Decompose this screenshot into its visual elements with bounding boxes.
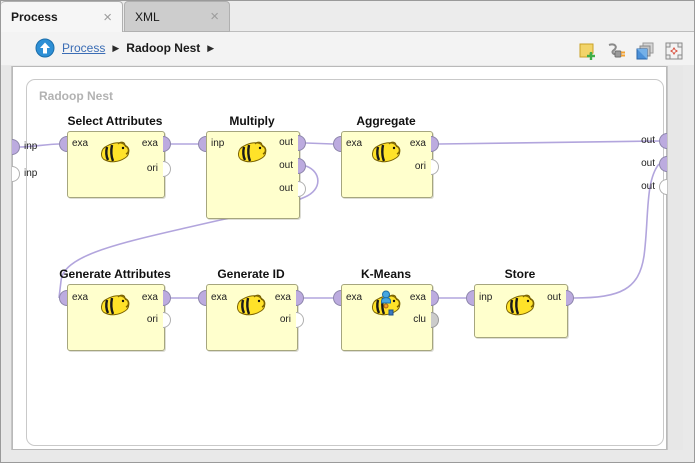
operator-title-select-attributes: Select Attributes bbox=[67, 114, 163, 128]
port-label: inp bbox=[479, 292, 493, 303]
close-icon[interactable]: × bbox=[103, 8, 112, 26]
breadcrumb-link-process[interactable]: Process bbox=[62, 41, 106, 55]
port-label: out bbox=[641, 135, 655, 146]
port-label: exa bbox=[72, 292, 89, 303]
radoop-elephant-icon bbox=[369, 137, 403, 172]
input-port-wall bbox=[2, 66, 12, 450]
operator-title-generate-id: Generate ID bbox=[217, 267, 285, 281]
port-label: out bbox=[279, 137, 293, 148]
bring-to-front-icon[interactable] bbox=[635, 41, 655, 61]
toolbar-icons bbox=[577, 41, 684, 61]
port-label: inp bbox=[24, 141, 38, 152]
operator-aggregate[interactable] bbox=[341, 131, 433, 198]
operator-title-aggregate: Aggregate bbox=[356, 114, 416, 128]
operator-title-k-means: K-Means bbox=[360, 267, 411, 281]
tab-bar: Process × XML × bbox=[1, 1, 694, 32]
port-label: ori bbox=[414, 161, 426, 172]
port-label: out bbox=[641, 158, 655, 169]
radoop-elephant-icon bbox=[98, 137, 132, 172]
breadcrumb-separator: ▶ bbox=[207, 42, 215, 53]
tab-process[interactable]: Process × bbox=[1, 1, 123, 32]
port-label: out bbox=[547, 292, 561, 303]
port-label: out bbox=[641, 181, 655, 192]
navigate-up-icon[interactable] bbox=[35, 38, 55, 58]
port-label: exa bbox=[274, 292, 291, 303]
port-label: exa bbox=[72, 138, 89, 149]
output-port-wall bbox=[667, 66, 683, 450]
port-label: out bbox=[279, 183, 293, 194]
radoop-nest-frame bbox=[26, 79, 664, 446]
add-note-icon[interactable] bbox=[577, 41, 597, 61]
port-label: exa bbox=[141, 138, 158, 149]
breadcrumb: Process ▶ Radoop Nest ▶ bbox=[35, 38, 214, 58]
port-label: exa bbox=[409, 138, 426, 149]
rewire-icon[interactable] bbox=[606, 41, 626, 61]
radoop-kmeans-icon bbox=[369, 290, 403, 325]
port-label: clu bbox=[413, 314, 426, 325]
tab-process-label: Process bbox=[11, 10, 58, 24]
radoop-elephant-icon bbox=[98, 290, 132, 325]
breadcrumb-separator: ▶ bbox=[112, 42, 120, 53]
radoop-nest-label: Radoop Nest bbox=[39, 89, 114, 103]
port-label: exa bbox=[409, 292, 426, 303]
operator-title-generate-attributes: Generate Attributes bbox=[59, 267, 171, 281]
port-label: ori bbox=[146, 163, 158, 174]
tab-xml[interactable]: XML × bbox=[124, 1, 230, 32]
port-label: ori bbox=[279, 314, 291, 325]
radoop-elephant-icon bbox=[235, 137, 269, 172]
port-label: exa bbox=[346, 138, 363, 149]
operator-title-store: Store bbox=[504, 267, 536, 281]
port-label: out bbox=[279, 160, 293, 171]
close-icon[interactable]: × bbox=[210, 8, 219, 25]
radoop-elephant-icon bbox=[234, 290, 268, 325]
breadcrumb-toolbar: Process ▶ Radoop Nest ▶ bbox=[1, 32, 694, 65]
process-canvas-area: Radoop Nest Select Attributes exa exa ori M… bbox=[1, 65, 694, 462]
operator-title-multiply: Multiply bbox=[229, 114, 275, 128]
port-label: ori bbox=[146, 314, 158, 325]
port-label: inp bbox=[211, 138, 225, 149]
radoop-elephant-icon bbox=[503, 290, 537, 325]
tab-xml-label: XML bbox=[135, 9, 160, 24]
port-label: exa bbox=[211, 292, 228, 303]
port-label: inp bbox=[24, 168, 38, 179]
fit-to-view-icon[interactable] bbox=[664, 41, 684, 61]
port-label: exa bbox=[141, 292, 158, 303]
port-label: exa bbox=[346, 292, 363, 303]
breadcrumb-current: Radoop Nest bbox=[126, 41, 201, 55]
